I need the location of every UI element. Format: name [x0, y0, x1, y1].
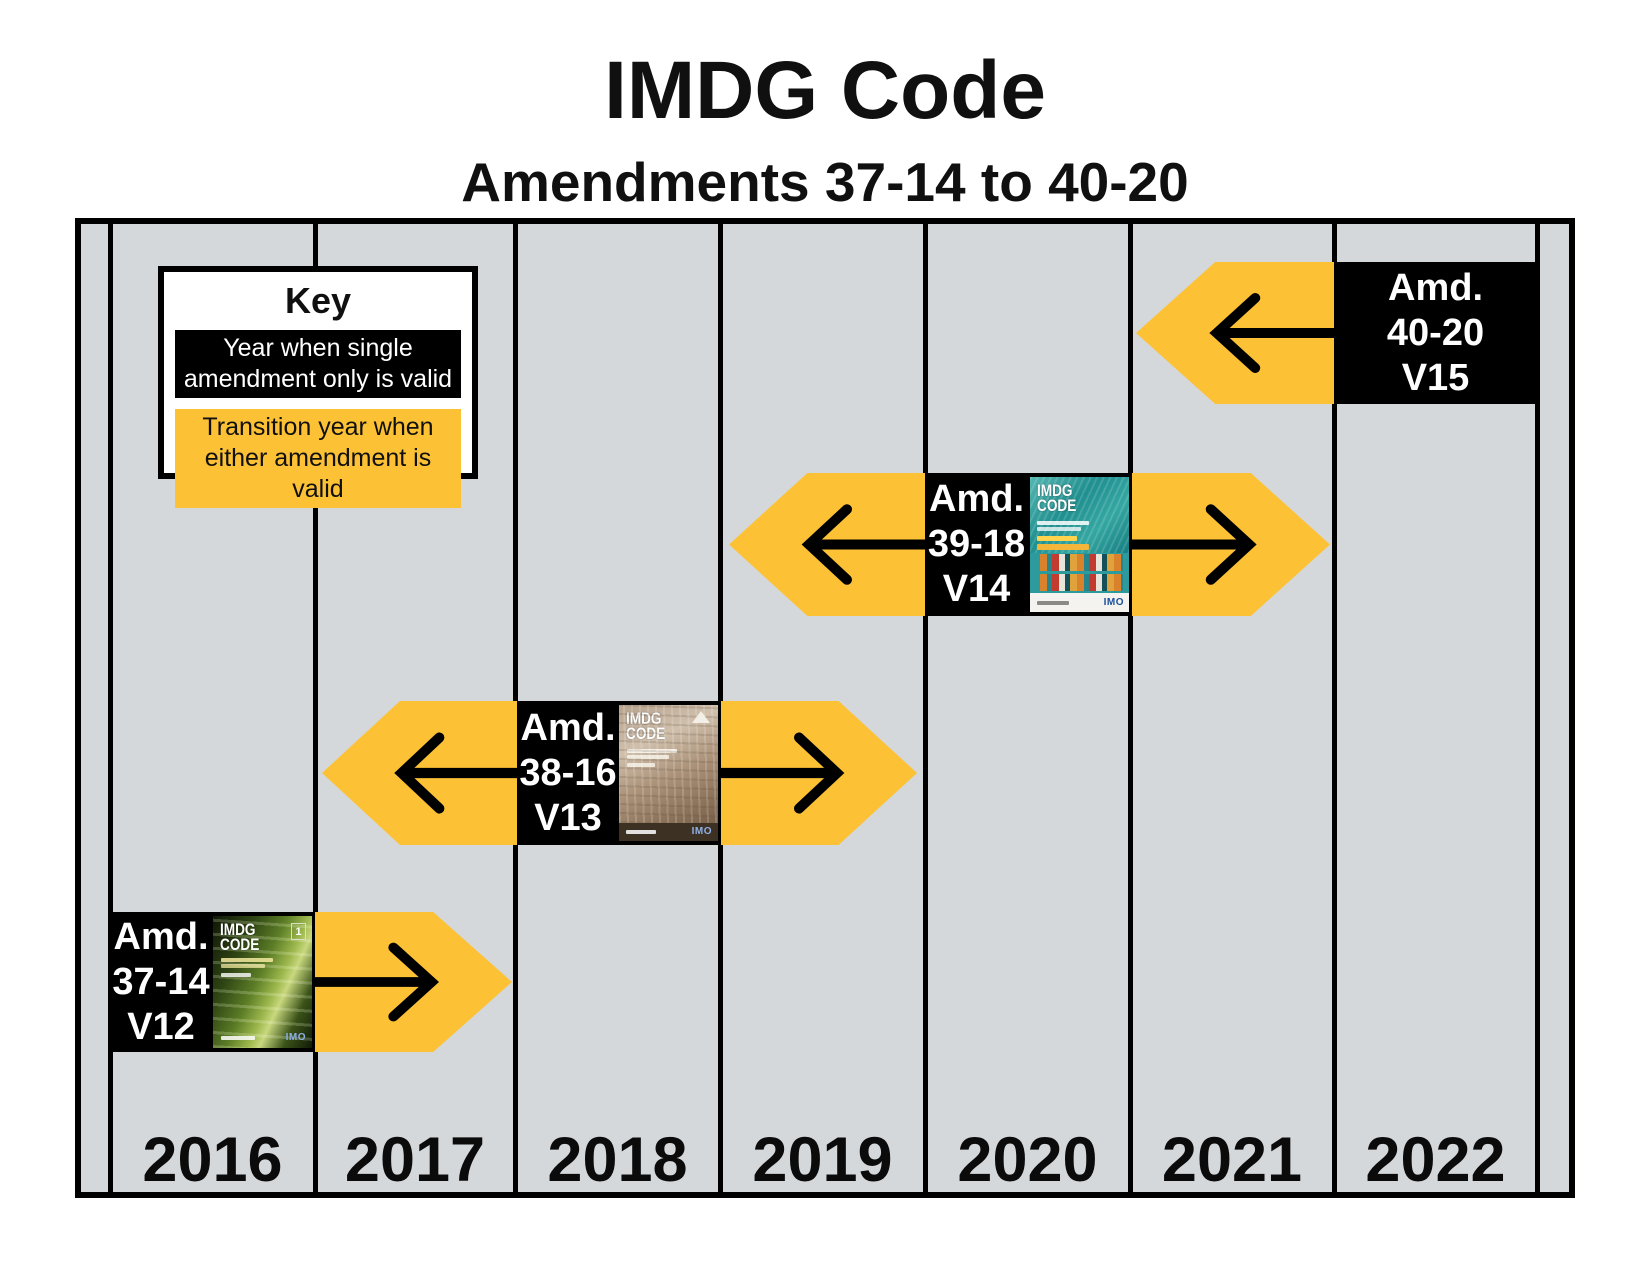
cover-footer-strip — [619, 823, 718, 841]
right-arrow-icon — [1132, 504, 1257, 585]
amendment-label: Amd. — [1388, 266, 1483, 309]
amendment-label: Amd. — [520, 706, 616, 749]
year-label-2019: 2019 — [752, 1125, 893, 1195]
amendment-number: 37-14 — [112, 960, 210, 1003]
cover-subtitle-bar — [627, 749, 677, 753]
amendment-label: Amd. — [113, 915, 209, 958]
amendment-version: V12 — [127, 1005, 195, 1048]
cover-edition-bar — [1037, 536, 1077, 541]
amendment-number: 39-18 — [927, 523, 1026, 565]
page-subtitle: Amendments 37-14 to 40-20 — [461, 151, 1189, 213]
cover-subtitle-bar — [1037, 521, 1089, 525]
key-transition-year-swatch: Transition year when either amendment is… — [175, 409, 461, 508]
amendment-version: V15 — [1401, 356, 1470, 399]
year-label-2021: 2021 — [1161, 1125, 1303, 1195]
right-arrow-icon — [315, 942, 440, 1022]
cover-subtitle-bar — [627, 755, 669, 759]
year-label-2022: 2022 — [1365, 1125, 1506, 1195]
cover-subtitle-bar — [221, 958, 273, 962]
imo-logo: IMO — [691, 826, 712, 837]
left-arrow-icon — [394, 732, 517, 814]
cover-footer-strip — [1030, 593, 1129, 612]
key-title: Key — [284, 280, 352, 321]
year-label-2018: 2018 — [547, 1125, 688, 1195]
cover-footer-text-bar — [221, 1036, 255, 1040]
right-arrow-icon — [721, 732, 845, 814]
year-label-2016: 2016 — [142, 1125, 283, 1195]
left-arrow-icon — [801, 504, 925, 585]
grid-line — [1535, 224, 1540, 1192]
grid-line — [1128, 224, 1133, 1192]
cover-subtitle-bar — [1037, 527, 1081, 531]
year-label-2020: 2020 — [957, 1125, 1098, 1195]
cover-volume-bar — [1037, 544, 1089, 550]
amendment-version: V13 — [534, 796, 602, 839]
cover-container-ship-photo — [1030, 552, 1129, 594]
amendment-label: Amd. — [929, 478, 1024, 520]
grid-line — [313, 224, 318, 1192]
amendment-box-40-20: Amd. 40-20 V15 — [1334, 262, 1537, 404]
key-single-amendment-swatch: Year when single amendment only is valid — [175, 330, 461, 398]
publisher-sail-icon — [692, 711, 710, 723]
cover-footer-text-bar — [1037, 601, 1069, 605]
volume-badge: 1 — [291, 923, 306, 940]
key-box: Key Year when single amendment only is v… — [158, 266, 478, 508]
amendment-number: 38-16 — [519, 751, 617, 794]
cover-subtitle-bar — [221, 964, 265, 968]
amendment-version: V14 — [942, 568, 1011, 610]
grid-line — [923, 224, 928, 1192]
page-title: IMDG Code — [604, 45, 1046, 136]
cover-subtitle-bar — [627, 763, 655, 767]
imo-logo: IMO — [1103, 597, 1124, 608]
amendment-number: 40-20 — [1386, 311, 1485, 354]
left-arrow-icon — [1209, 293, 1334, 373]
cover-footer-text-bar — [626, 830, 656, 834]
grid-line — [1332, 224, 1337, 1192]
cover-subtitle-bar — [221, 973, 251, 977]
grid-line — [108, 224, 113, 1192]
imo-logo: IMO — [285, 1032, 306, 1043]
year-label-2017: 2017 — [344, 1125, 486, 1195]
